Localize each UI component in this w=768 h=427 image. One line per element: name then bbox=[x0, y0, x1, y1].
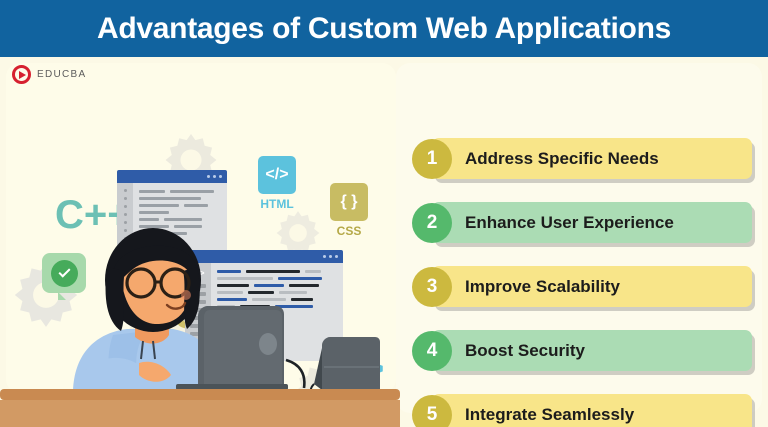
window-dot-icon bbox=[219, 175, 222, 178]
code-line bbox=[217, 270, 337, 273]
desk-top bbox=[0, 389, 400, 400]
code-line bbox=[139, 197, 221, 200]
code-line bbox=[217, 284, 337, 287]
code-line bbox=[139, 211, 221, 214]
desk-front bbox=[0, 400, 400, 427]
advantage-label: Boost Security bbox=[465, 340, 585, 360]
advantage-pill bbox=[432, 394, 752, 427]
advantage-label: Enhance User Experience bbox=[465, 212, 674, 232]
advantage-number: 2 bbox=[412, 202, 452, 243]
window-dot-icon bbox=[329, 255, 332, 258]
list-item[interactable]: 2 Enhance User Experience bbox=[412, 202, 752, 243]
advantage-pill bbox=[432, 266, 752, 307]
body-area: EDUCBA bbox=[0, 57, 768, 427]
gear-icon bbox=[272, 207, 324, 259]
tablet-illustration bbox=[309, 334, 390, 395]
person-illustration bbox=[55, 225, 255, 400]
badge-html: </> HTML bbox=[258, 156, 296, 211]
advantage-label: Integrate Seamlessly bbox=[465, 404, 635, 424]
window-title-bar bbox=[185, 250, 343, 263]
code-line bbox=[217, 277, 337, 280]
advantage-pill bbox=[432, 202, 752, 243]
advantage-pill bbox=[432, 330, 752, 371]
advantage-number: 4 bbox=[412, 330, 452, 371]
window-dot-icon bbox=[207, 175, 210, 178]
sidebar-dot-icon bbox=[123, 197, 127, 200]
badge-label-css: CSS bbox=[336, 224, 362, 238]
page-title: Advantages of Custom Web Applications bbox=[97, 11, 671, 45]
curly-braces-icon: { } bbox=[330, 183, 368, 221]
laptop-illustration bbox=[168, 304, 313, 394]
advantage-label: Improve Scalability bbox=[465, 276, 620, 296]
brand-logo: EDUCBA bbox=[12, 65, 86, 84]
list-item[interactable]: 3 Improve Scalability bbox=[412, 266, 752, 307]
window-dot-icon bbox=[323, 255, 326, 258]
sidebar-dot-icon bbox=[123, 221, 127, 224]
list-item[interactable]: 1 Address Specific Needs bbox=[412, 138, 752, 179]
advantage-number: 1 bbox=[412, 138, 452, 179]
advantage-number: 5 bbox=[412, 394, 452, 427]
badge-css: { } CSS bbox=[330, 183, 368, 238]
check-mark-icon bbox=[50, 259, 78, 287]
code-line bbox=[217, 291, 337, 294]
window-title-bar bbox=[117, 170, 227, 183]
window-dot-icon bbox=[335, 255, 338, 258]
sidebar-dot-icon bbox=[123, 229, 127, 232]
code-tag-icon: </> bbox=[258, 156, 296, 194]
code-line bbox=[217, 298, 337, 301]
brand-name: EDUCBA bbox=[37, 69, 87, 80]
code-line bbox=[139, 225, 221, 228]
advantage-number: 3 bbox=[412, 266, 452, 307]
sidebar-bar bbox=[190, 308, 206, 312]
list-item[interactable]: 5 Integrate Seamlessly bbox=[412, 394, 752, 427]
badge-label-html: HTML bbox=[260, 197, 294, 211]
sidebar-dot-icon bbox=[123, 205, 127, 208]
code-line bbox=[139, 190, 221, 193]
educba-logo-icon bbox=[12, 65, 31, 84]
sidebar-dot-icon bbox=[123, 189, 127, 192]
code-line bbox=[139, 218, 221, 221]
advantages-list: 1 Address Specific Needs 2 Enhance User … bbox=[412, 138, 752, 427]
header-bar: Advantages of Custom Web Applications bbox=[0, 0, 768, 57]
advantage-pill bbox=[432, 138, 752, 179]
sidebar-dot-icon bbox=[123, 213, 127, 216]
success-speech-bubble bbox=[42, 253, 86, 300]
advantage-label: Address Specific Needs bbox=[465, 148, 659, 168]
code-line bbox=[139, 204, 221, 207]
list-item[interactable]: 4 Boost Security bbox=[412, 330, 752, 371]
window-dot-icon bbox=[213, 175, 216, 178]
